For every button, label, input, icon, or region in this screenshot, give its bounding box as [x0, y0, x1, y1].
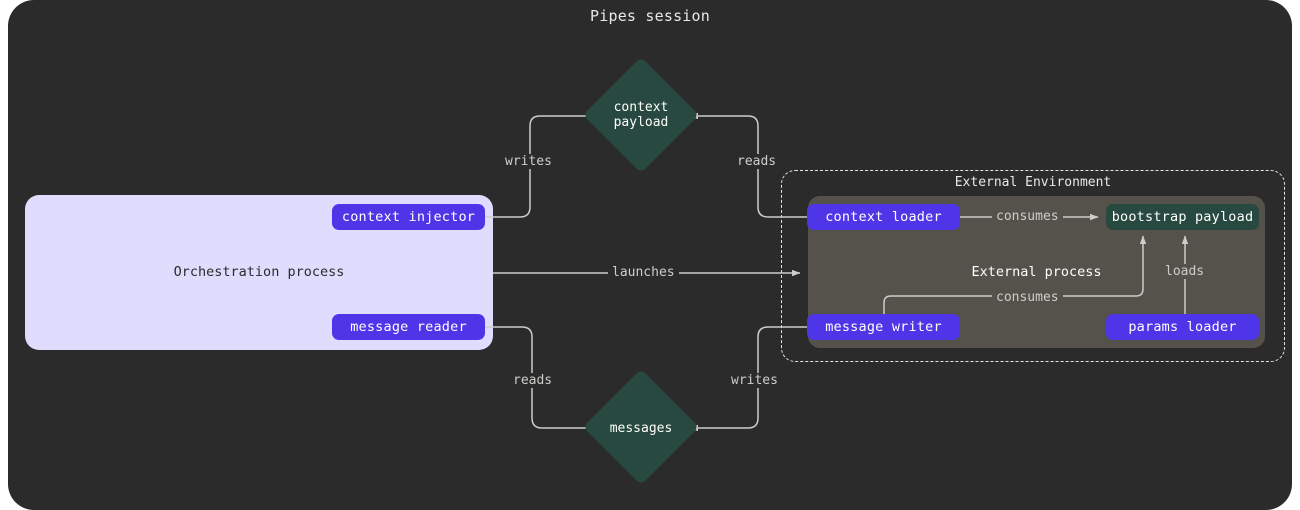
- edge-label-loads-params: loads: [1161, 264, 1209, 279]
- edge-label-reads-messages: reads: [509, 373, 557, 388]
- node-params-loader[interactable]: params loader: [1106, 314, 1259, 340]
- node-message-reader[interactable]: message reader: [332, 314, 485, 340]
- orchestration-process-label: Orchestration process: [173, 264, 345, 280]
- datastore-messages-label: messages: [556, 421, 726, 436]
- edge-label-consumes-context-loader: consumes: [992, 209, 1063, 224]
- external-environment-label: External Environment: [954, 175, 1112, 190]
- edge-label-launches: launches: [608, 265, 679, 280]
- external-environment-box: [781, 170, 1285, 362]
- external-process-label: External process: [971, 264, 1102, 280]
- edge-label-consumes-message-writer: consumes: [992, 290, 1063, 305]
- node-context-injector[interactable]: context injector: [332, 204, 485, 230]
- node-context-loader[interactable]: context loader: [807, 204, 960, 230]
- datastore-label-line1: context: [613, 100, 669, 115]
- datastore-context-payload-label: context payload: [556, 100, 726, 130]
- edge-label-writes-messages: writes: [727, 373, 782, 388]
- datastore-label-line1: messages: [609, 421, 673, 436]
- node-message-writer[interactable]: message writer: [807, 314, 960, 340]
- edge-label-writes-context-payload: writes: [501, 154, 556, 169]
- edge-label-reads-context-payload: reads: [733, 154, 781, 169]
- datastore-label-line2: payload: [613, 115, 669, 130]
- node-bootstrap-payload[interactable]: bootstrap payload: [1106, 204, 1259, 230]
- page-title: Pipes session: [590, 7, 710, 25]
